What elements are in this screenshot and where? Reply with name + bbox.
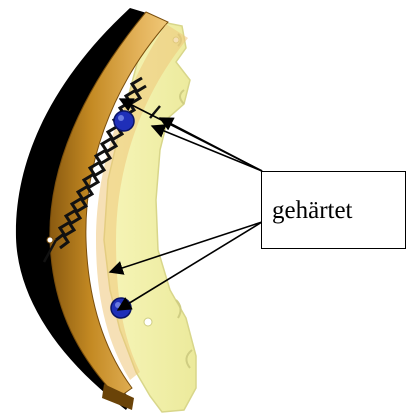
- callout-label-hardened: gehärtet: [272, 198, 353, 223]
- arrow-to-spring-hook: [160, 118, 262, 171]
- pin-upper: [114, 111, 134, 131]
- arrow-to-spring-top: [152, 126, 262, 171]
- callout-box: gehärtet: [261, 171, 406, 249]
